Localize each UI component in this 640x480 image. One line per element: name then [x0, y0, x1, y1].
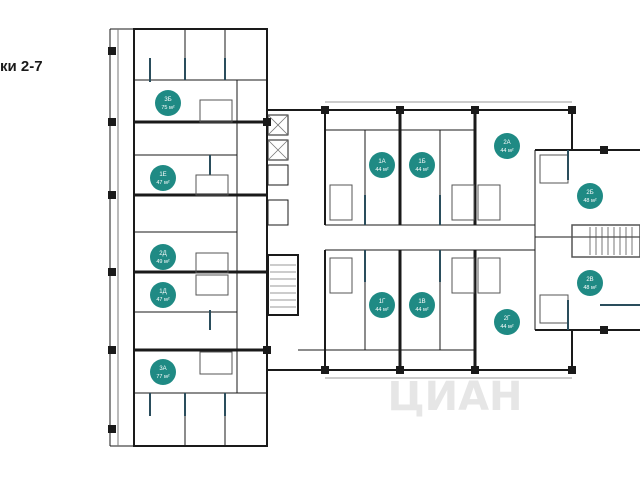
apartment-badge: 3Б 75 м²	[155, 90, 181, 116]
apartment-badge-circle	[150, 244, 176, 270]
apartment-area: 48 м²	[583, 285, 596, 291]
apartment-name: 1Е	[159, 172, 166, 178]
apartment-badge-circle	[577, 270, 603, 296]
apartment-name: 2Д	[159, 251, 166, 257]
east-wing-stairs	[571, 224, 640, 258]
apartment-badge-circle	[494, 309, 520, 335]
apartment-name: 2Г	[504, 316, 511, 322]
west-wing-columns	[108, 47, 271, 433]
floor-label: ки 2-7	[0, 58, 43, 75]
apartment-area: 75 м²	[161, 105, 174, 111]
apartment-badge-circle	[150, 359, 176, 385]
apartment-badge-circle	[155, 90, 181, 116]
apartment-area: 44 м²	[375, 307, 388, 313]
apartment-area: 44 м²	[500, 148, 513, 154]
apartment-badge: 1В 44 м²	[409, 292, 435, 318]
apartment-badge: 3А 77 м²	[150, 359, 176, 385]
west-wing	[109, 28, 268, 447]
apartment-area: 44 м²	[500, 324, 513, 330]
west-wing-glazing	[149, 58, 226, 416]
apartment-name: 1А	[378, 159, 385, 165]
apartment-area: 47 м²	[156, 180, 169, 186]
apartment-name: 2В	[586, 277, 593, 283]
apartment-area: 44 м²	[415, 307, 428, 313]
apartment-badge: 1Г 44 м²	[369, 292, 395, 318]
apartment-area: 44 м²	[375, 167, 388, 173]
apartment-badge: 1А 44 м²	[369, 152, 395, 178]
apartment-name: 1Г	[379, 299, 386, 305]
apartment-area: 44 м²	[415, 167, 428, 173]
apartment-badge: 1Д 47 м²	[150, 282, 176, 308]
apartment-badge: 2Д 49 м²	[150, 244, 176, 270]
east-wing	[324, 109, 640, 371]
apartment-badge-circle	[577, 183, 603, 209]
east-wing-columns	[321, 106, 608, 374]
east-wing-bathrooms	[329, 154, 569, 324]
apartment-badges: 3Б 75 м² 1Е 47 м² 2Д 49 м² 1Д 47 м² 3А 77 м² 1А 44 …	[150, 90, 603, 385]
apartment-badge: 2В 48 м²	[577, 270, 603, 296]
apartment-badge: 2А 44 м²	[494, 133, 520, 159]
apartment-area: 77 м²	[156, 374, 169, 380]
apartment-name: 3А	[159, 366, 166, 372]
balcony-lines	[325, 101, 572, 379]
apartment-name: 1В	[418, 299, 425, 305]
apartment-badge-circle	[369, 292, 395, 318]
apartment-badge-circle	[409, 152, 435, 178]
apartment-badge-circle	[369, 152, 395, 178]
apartment-area: 49 м²	[156, 259, 169, 265]
apartment-area: 48 м²	[583, 198, 596, 204]
apartment-name: 1Д	[159, 289, 166, 295]
apartment-area: 47 м²	[156, 297, 169, 303]
apartment-name: 2А	[503, 140, 510, 146]
apartment-name: 2Б	[586, 190, 593, 196]
apartment-badge-circle	[409, 292, 435, 318]
apartment-badge-circle	[494, 133, 520, 159]
apartment-badge-circle	[150, 165, 176, 191]
west-wing-bathrooms	[195, 99, 233, 375]
apartment-name: 3Б	[164, 97, 171, 103]
core-stairs	[267, 114, 296, 308]
east-wing-glazing	[364, 150, 640, 330]
apartment-badge: 2Г 44 м²	[494, 309, 520, 335]
watermark-text: ЦИАН	[387, 374, 522, 420]
apartment-name: 1Б	[418, 159, 425, 165]
apartment-badge-circle	[150, 282, 176, 308]
core-block	[267, 109, 325, 371]
apartment-badge: 1Е 47 м²	[150, 165, 176, 191]
apartment-badge: 2Б 48 м²	[577, 183, 603, 209]
apartment-badge: 1Б 44 м²	[409, 152, 435, 178]
